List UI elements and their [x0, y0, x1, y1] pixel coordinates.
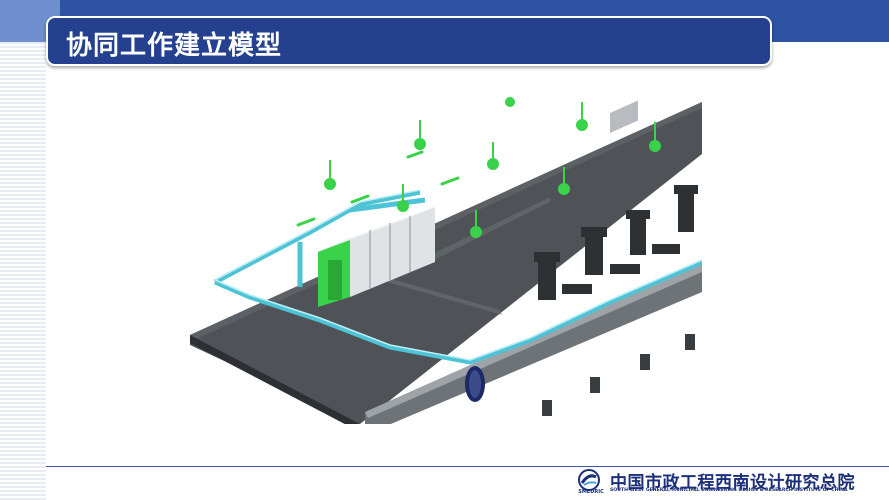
org-name-cn: 中国市政工程西南设计研究总院 [610, 473, 855, 493]
title-bar: 协同工作建立模型 [46, 16, 772, 66]
footer-divider [46, 466, 889, 467]
decorative-stripes [0, 42, 46, 500]
equipment-cabinets [318, 207, 435, 307]
pipe-supports [542, 334, 695, 416]
green-light-fixtures [324, 97, 661, 238]
green-cable-trays [296, 150, 460, 227]
bim-model-image [190, 97, 702, 424]
cyan-pipe-highlights [214, 189, 702, 361]
platform-slab [190, 102, 702, 424]
slide-title: 协同工作建立模型 [66, 31, 283, 61]
org-name-en: SOUTH-WEST GENERAL MUNICIPAL ENGINEERING… [610, 488, 848, 493]
logo-text: SMEDRIC [578, 489, 604, 495]
cyan-pipe-network [213, 189, 702, 365]
institute-logo-icon [578, 469, 600, 491]
pump-units [534, 185, 698, 300]
